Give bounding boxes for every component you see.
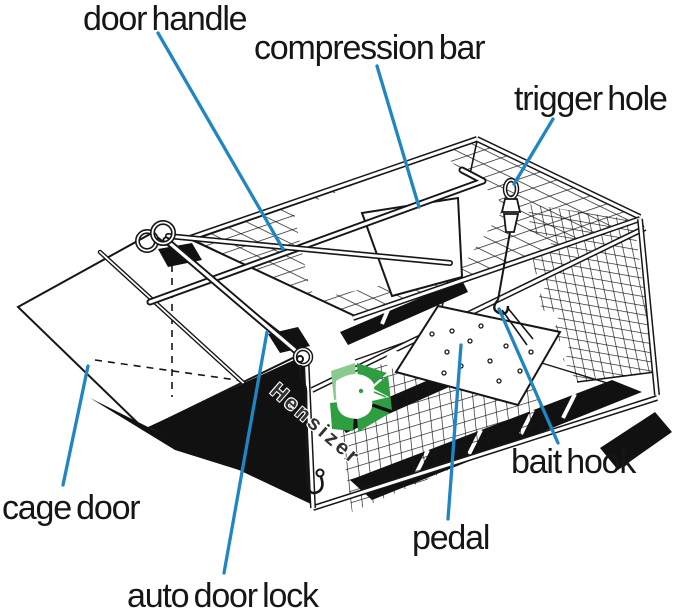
trigger-assembly xyxy=(493,177,534,346)
label-door-handle: door handle xyxy=(83,0,248,38)
cage-frame xyxy=(189,136,660,396)
leader-lines xyxy=(61,31,560,575)
trigger-rod xyxy=(497,231,511,301)
label-pedal: pedal xyxy=(412,519,490,557)
door-handle-ring xyxy=(135,220,176,253)
label-auto-door-lock: auto door lock xyxy=(127,577,319,610)
leader-line-cage-door xyxy=(61,364,90,487)
leader-line-bait-hook xyxy=(497,307,560,445)
door-handle-rod xyxy=(165,233,453,266)
leader-line-compression-bar xyxy=(375,64,421,209)
label-trigger-hole: trigger hole xyxy=(514,80,668,118)
brand-logo-icon xyxy=(330,363,392,432)
compression-bar-shape xyxy=(146,166,487,306)
label-compression-bar: compression bar xyxy=(254,29,486,67)
leader-line-pedal xyxy=(446,343,463,521)
leader-line-door-handle xyxy=(156,31,285,251)
label-cage-door: cage door xyxy=(2,489,141,527)
leader-line-auto-door-lock xyxy=(222,330,269,575)
cage-bottom-rail xyxy=(303,351,658,511)
label-bait-hook: bait hook xyxy=(511,443,636,481)
door-hinge-bar xyxy=(162,236,307,361)
leader-line-trigger-hole xyxy=(512,117,555,186)
auto-door-lock-hook xyxy=(292,346,325,495)
